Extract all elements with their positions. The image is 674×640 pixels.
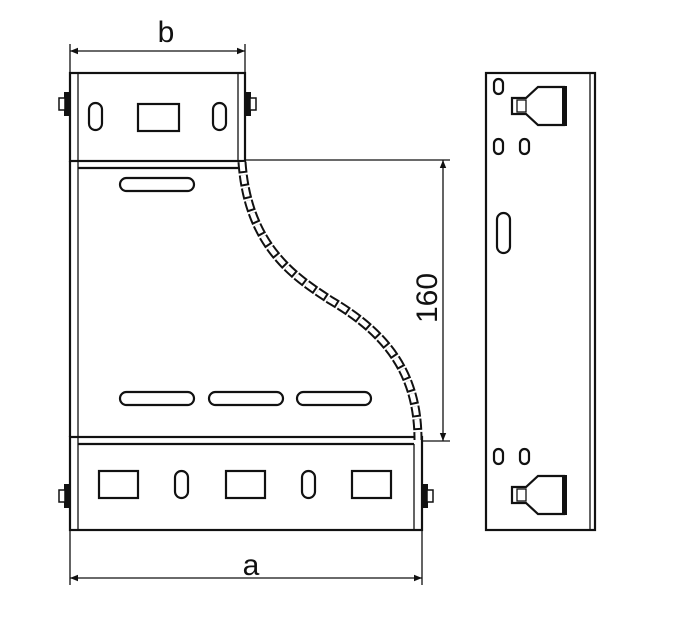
dimension-b: b — [69, 16, 246, 73]
connector-clip-icon — [510, 474, 567, 516]
bolt-icon — [421, 483, 434, 509]
bolt-icon — [58, 91, 71, 117]
dimension-a-label: a — [243, 549, 260, 582]
dimension-height-label: 160 — [411, 273, 444, 323]
front-view — [58, 71, 434, 532]
bolt-icon — [58, 483, 71, 509]
dimension-height: 160 — [245, 159, 450, 442]
side-view — [484, 71, 597, 532]
dimension-b-label: b — [158, 16, 175, 49]
dimension-a: a — [69, 530, 423, 585]
connector-clip-icon — [510, 85, 567, 127]
bolt-icon — [244, 91, 257, 117]
